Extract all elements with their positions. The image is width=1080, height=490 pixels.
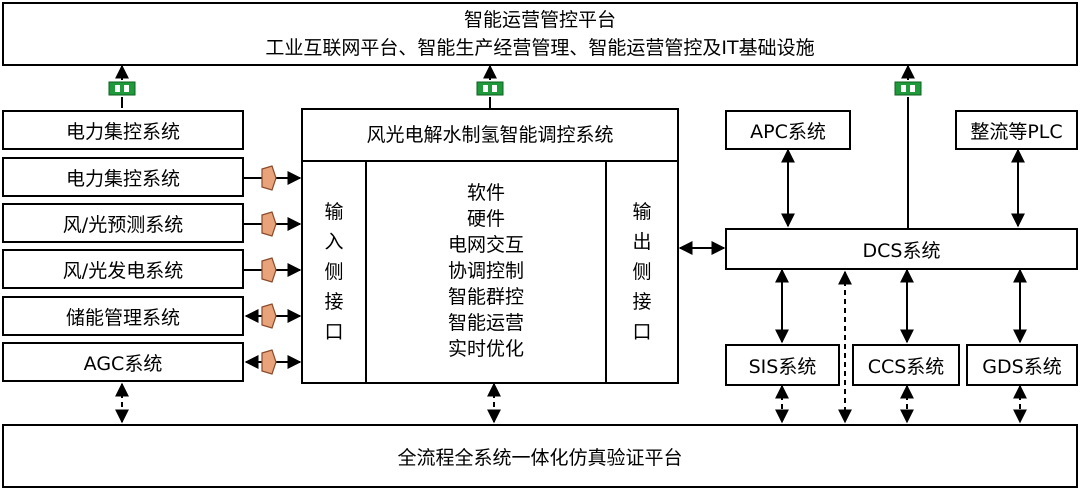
function-item: 智能群控 <box>447 286 524 308</box>
dcs-system: DCS系统 <box>725 228 1078 270</box>
ccs-system: CCS系统 <box>852 344 960 386</box>
left-system-5: 储能管理系统 <box>2 296 244 336</box>
function-item: 协调控制 <box>447 260 524 282</box>
function-item: 硬件 <box>466 208 505 230</box>
left-system-3: 风/光预测系统 <box>2 203 244 243</box>
gds-system: GDS系统 <box>966 344 1078 386</box>
function-item: 软件 <box>466 182 505 204</box>
bottom-platform: 全流程全系统一体化仿真验证平台 <box>2 424 1078 488</box>
function-item: 电网交互 <box>447 234 524 256</box>
top-platform: 智能运营管控平台 工业互联网平台、智能生产经营管理、智能运营管控及IT基础设施 <box>2 2 1078 66</box>
function-item: 智能运营 <box>447 312 524 334</box>
output-interface: 输出侧接口 <box>605 162 677 382</box>
input-interface: 输入侧接口 <box>303 162 367 382</box>
interface-plug-icon <box>261 165 277 375</box>
left-system-6: AGC系统 <box>2 342 244 382</box>
center-control-system: 风光电解水制氢智能调控系统 输入侧接口 输出侧接口 软件 硬件 电网交互 协调控… <box>301 108 679 384</box>
simulation-links <box>115 270 1027 424</box>
top-platform-subtitle: 工业互联网平台、智能生产经营管理、智能运营管控及IT基础设施 <box>265 37 815 59</box>
top-platform-title: 智能运营管控平台 <box>463 9 616 31</box>
input-interface-label: 输入侧接口 <box>324 201 344 343</box>
network-connector-icon <box>476 81 504 96</box>
plc-system: 整流等PLC <box>955 110 1078 150</box>
left-system-1: 电力集控系统 <box>2 110 244 150</box>
left-system-2: 电力集控系统 <box>2 157 244 197</box>
output-interface-label: 输出侧接口 <box>632 201 652 343</box>
sis-system: SIS系统 <box>725 344 840 386</box>
apc-system: APC系统 <box>725 110 851 150</box>
left-system-4: 风/光发电系统 <box>2 249 244 289</box>
function-item: 实时优化 <box>447 338 524 360</box>
network-connector-icon <box>894 81 922 96</box>
function-list: 软件 硬件 电网交互 协调控制 智能群控 智能运营 实时优化 <box>367 180 605 362</box>
center-title: 风光电解水制氢智能调控系统 <box>303 110 677 162</box>
network-connector-icon <box>108 81 136 96</box>
